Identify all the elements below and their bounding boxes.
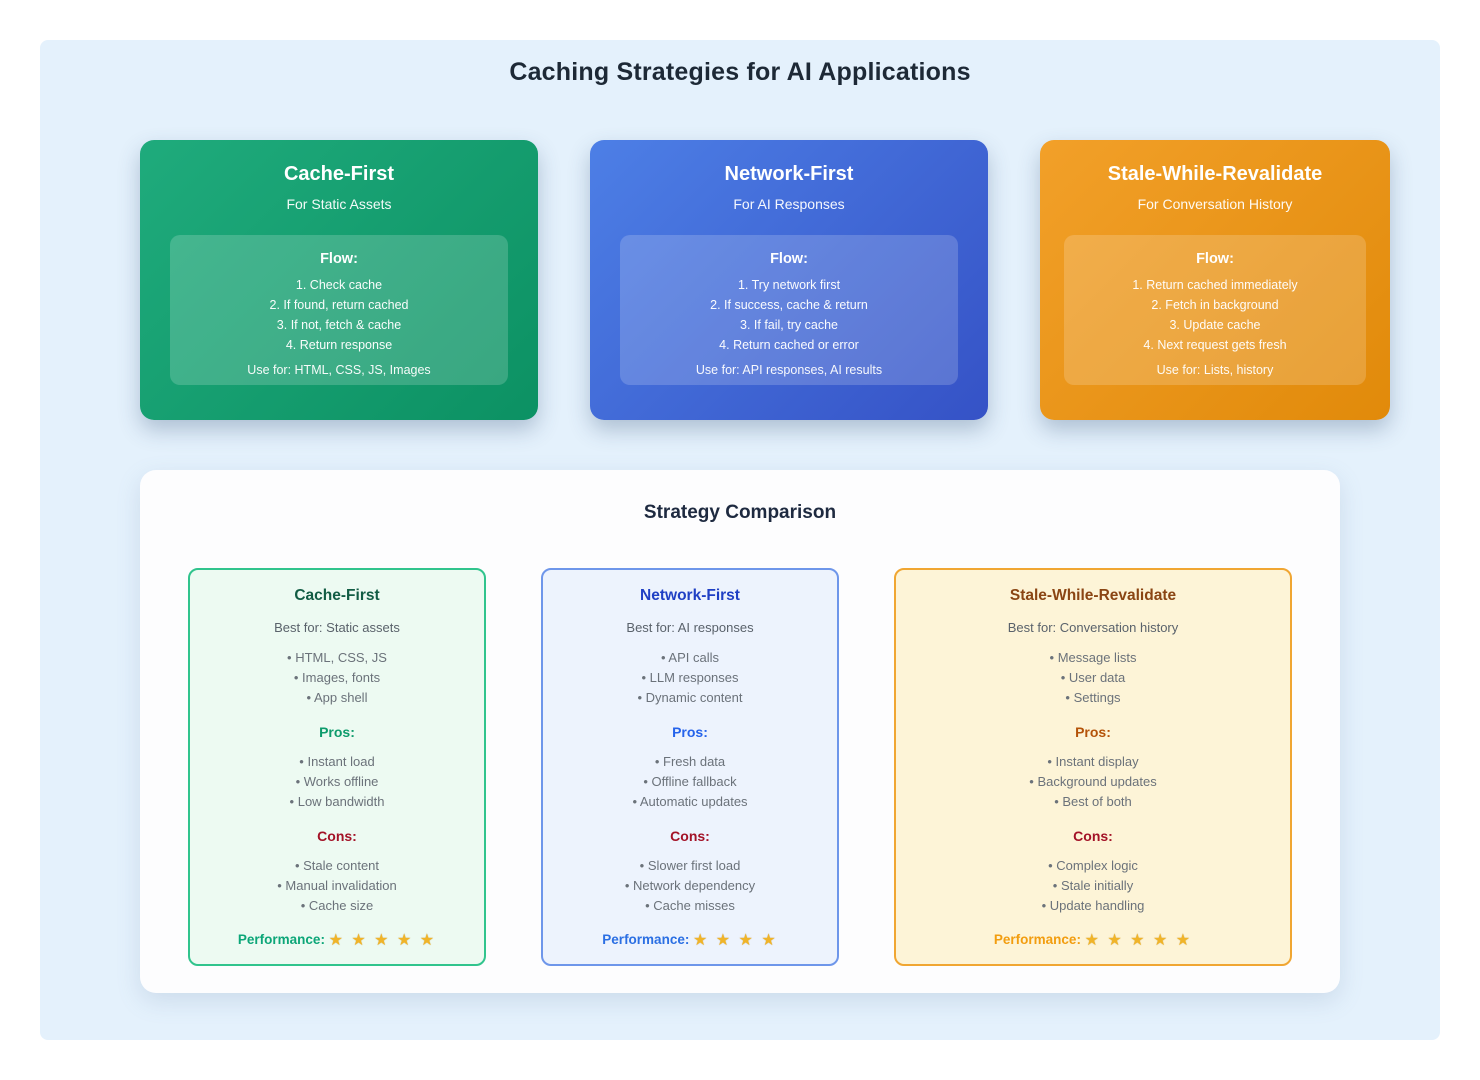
cons-list: • Complex logic • Stale initially • Update… <box>896 856 1290 916</box>
card-title: Stale-While-Revalidate <box>1107 163 1323 185</box>
flow-label: Flow: <box>770 251 808 267</box>
flow-panel: Flow: 1. Return cached immediately 2. Fet… <box>1064 235 1366 385</box>
list-item: • Message lists <box>1049 650 1137 665</box>
cons-list: • Slower first load • Network dependency •… <box>543 856 837 916</box>
flow-steps: 1. Return cached immediately 2. Fetch in … <box>1072 275 1358 355</box>
list-item: 4. Return response <box>285 338 393 352</box>
flow-steps: 1. Check cache 2. If found, return cached… <box>178 275 500 355</box>
pros-list: • Fresh data • Offline fallback • Automati… <box>543 752 837 812</box>
list-item: • API calls <box>660 650 720 665</box>
card-title: Network-First <box>724 163 854 185</box>
use-for-text: Use for: Lists, history <box>1156 363 1274 377</box>
star-rating-icons: ★ ★ ★ ★ ★ <box>1084 932 1193 949</box>
performance-label: Performance: <box>602 932 690 947</box>
list-item: • Works offline <box>295 774 379 789</box>
use-for-text: Use for: API responses, AI results <box>695 363 883 377</box>
list-item: 4. Return cached or error <box>719 338 859 352</box>
list-item: • Cache misses <box>645 898 735 913</box>
list-item: • Background updates <box>1029 774 1157 789</box>
use-for-text: Use for: HTML, CSS, JS, Images <box>247 363 431 377</box>
comparison-card-title: Cache-First <box>294 587 380 604</box>
best-for-text: Best for: Static assets <box>274 620 400 635</box>
performance-row: Performance: ★ ★ ★ ★ <box>543 930 837 951</box>
list-item: 2. Fetch in background <box>1151 298 1279 312</box>
list-item: 3. Update cache <box>1169 318 1261 332</box>
comparison-title: Strategy Comparison <box>643 502 837 523</box>
use-case-list: • API calls • LLM responses • Dynamic cont… <box>543 648 837 708</box>
pros-list: • Instant display • Background updates • B… <box>896 752 1290 812</box>
list-item: • Automatic updates <box>632 794 748 809</box>
list-item: 1. Check cache <box>295 278 383 292</box>
cons-label: Cons: <box>1073 828 1113 844</box>
card-title: Cache-First <box>283 163 395 185</box>
cons-label: Cons: <box>670 828 710 844</box>
list-item: • Network dependency <box>624 878 756 893</box>
list-item: 2. If found, return cached <box>269 298 409 312</box>
cons-list: • Stale content • Manual invalidation • Ca… <box>190 856 484 916</box>
card-subtitle: For Static Assets <box>286 196 392 212</box>
list-item: • Complex logic <box>1048 858 1138 873</box>
list-item: • App shell <box>306 690 368 705</box>
star-rating-icons: ★ ★ ★ ★ <box>692 932 778 949</box>
comparison-card-cache-first: Cache-First Best for: Static assets • HT… <box>188 568 486 966</box>
use-case-list: • Message lists • User data • Settings <box>896 648 1290 708</box>
comparison-card-network-first: Network-First Best for: AI responses • A… <box>541 568 839 966</box>
comparison-panel: Strategy Comparison Cache-First Best for… <box>140 470 1340 993</box>
comparison-card-title: Network-First <box>640 587 740 604</box>
flow-panel: Flow: 1. Try network first 2. If success,… <box>620 235 958 385</box>
list-item: 2. If success, cache & return <box>710 298 868 312</box>
list-item: • Offline fallback <box>643 774 737 789</box>
list-item: • Stale initially <box>1052 878 1134 893</box>
page-title: Caching Strategies for AI Applications <box>509 58 971 86</box>
pros-list: • Instant load • Works offline • Low bandw… <box>190 752 484 812</box>
list-item: 1. Try network first <box>737 278 841 292</box>
card-subtitle: For AI Responses <box>733 196 845 212</box>
pros-label: Pros: <box>1075 724 1111 740</box>
flow-steps: 1. Try network first 2. If success, cache… <box>628 275 950 355</box>
list-item: 4. Next request gets fresh <box>1143 338 1287 352</box>
best-for-text: Best for: Conversation history <box>1007 620 1179 635</box>
performance-row: Performance: ★ ★ ★ ★ ★ <box>896 930 1290 951</box>
list-item: • Images, fonts <box>293 670 381 685</box>
list-item: • Instant display <box>1047 754 1139 769</box>
pros-label: Pros: <box>319 724 355 740</box>
list-item: • Settings <box>1065 690 1121 705</box>
pros-label: Pros: <box>672 724 708 740</box>
list-item: 3. If fail, try cache <box>740 318 838 332</box>
performance-label: Performance: <box>993 932 1081 947</box>
content-container: Caching Strategies for AI Applications C… <box>40 40 1440 1040</box>
strategy-card-network-first: Network-First For AI Responses Flow: 1. … <box>590 140 988 420</box>
strategy-card-stale-while-revalidate: Stale-While-Revalidate For Conversation … <box>1040 140 1390 420</box>
list-item: • LLM responses <box>641 670 739 685</box>
star-rating-icons: ★ ★ ★ ★ ★ <box>328 932 437 949</box>
flow-panel: Flow: 1. Check cache 2. If found, return … <box>170 235 508 385</box>
list-item: • Dynamic content <box>637 690 743 705</box>
performance-label: Performance: <box>237 932 325 947</box>
list-item: • Low bandwidth <box>289 794 385 809</box>
list-item: • Instant load <box>299 754 375 769</box>
strategy-card-cache-first: Cache-First For Static Assets Flow: 1. C… <box>140 140 538 420</box>
comparison-card-title: Stale-While-Revalidate <box>1009 587 1177 604</box>
list-item: • Best of both <box>1054 794 1132 809</box>
performance-row: Performance: ★ ★ ★ ★ ★ <box>190 930 484 951</box>
use-case-list: • HTML, CSS, JS • Images, fonts • App shel… <box>190 648 484 708</box>
list-item: • Update handling <box>1041 898 1145 913</box>
flow-label: Flow: <box>1196 251 1234 267</box>
list-item: • Cache size <box>300 898 374 913</box>
list-item: • Manual invalidation <box>277 878 397 893</box>
card-subtitle: For Conversation History <box>1137 196 1293 212</box>
list-item: • Fresh data <box>654 754 726 769</box>
comparison-card-row: Cache-First Best for: Static assets • HT… <box>188 568 1292 966</box>
flow-label: Flow: <box>320 251 358 267</box>
list-item: 1. Return cached immediately <box>1132 278 1298 292</box>
strategy-card-row: Cache-First For Static Assets Flow: 1. C… <box>140 140 1390 420</box>
list-item: 3. If not, fetch & cache <box>276 318 402 332</box>
list-item: • HTML, CSS, JS <box>287 650 387 665</box>
list-item: • Stale content <box>294 858 380 873</box>
best-for-text: Best for: AI responses <box>626 620 754 635</box>
cons-label: Cons: <box>317 828 357 844</box>
list-item: • Slower first load <box>639 858 741 873</box>
list-item: • User data <box>1060 670 1126 685</box>
comparison-card-stale-while-revalidate: Stale-While-Revalidate Best for: Convers… <box>894 568 1292 966</box>
